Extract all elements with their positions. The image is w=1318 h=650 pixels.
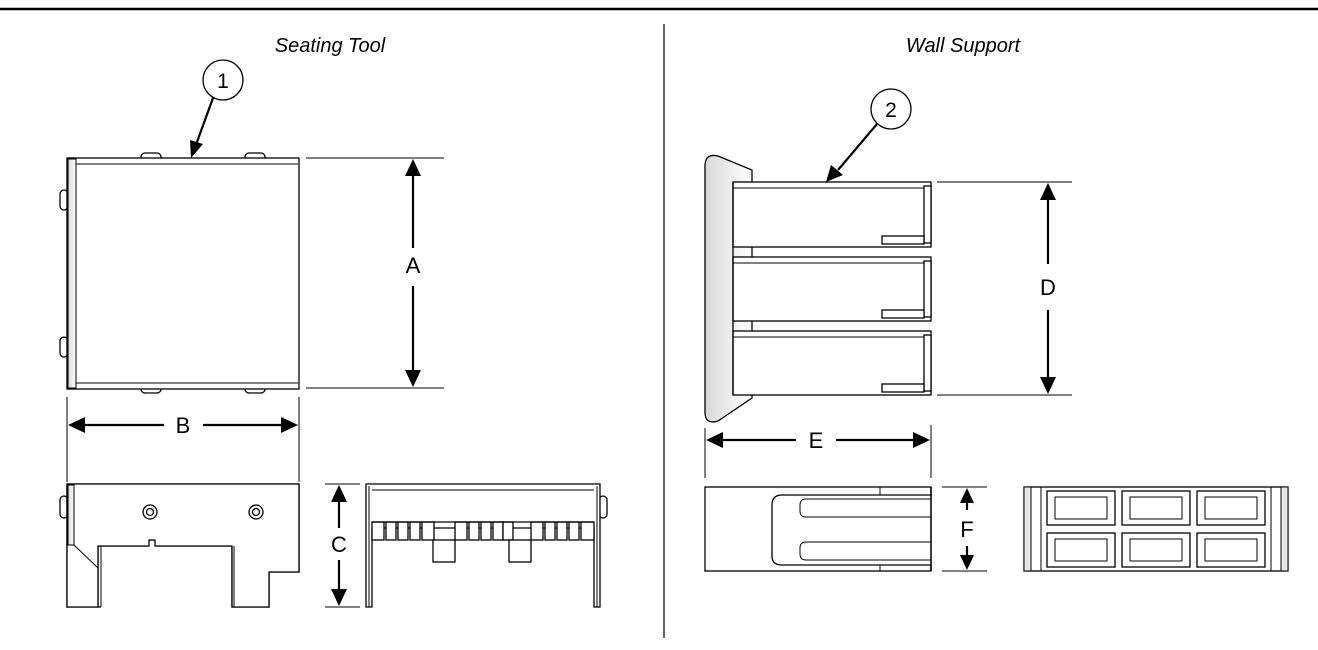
dimension-f-label: F	[960, 517, 973, 542]
wall-support-front-view	[704, 486, 932, 572]
callout-2-number: 2	[885, 99, 897, 122]
dimension-d-label: D	[1040, 275, 1056, 300]
seating-tool-title: Seating Tool	[275, 35, 386, 57]
wall-support-title: Wall Support	[906, 35, 1022, 57]
dimension-e-label: E	[809, 428, 824, 453]
dimension-b: B	[66, 397, 300, 482]
dimension-d: D	[937, 181, 1072, 396]
wall-support-side-view	[1023, 486, 1289, 572]
seating-tool-side-view	[365, 483, 608, 608]
dimension-b-label: B	[176, 413, 191, 438]
wall-support-top-view	[704, 154, 932, 423]
callout-2-balloon	[870, 88, 912, 130]
dimension-f: F	[942, 486, 987, 572]
callout-1: 1	[190, 59, 244, 158]
dimension-c-label: C	[331, 532, 347, 557]
dimension-a-label: A	[406, 253, 421, 278]
dimension-c: C	[325, 483, 360, 608]
callout-1-balloon	[202, 59, 244, 101]
callout-1-number: 1	[217, 70, 229, 93]
callout-2: 2	[826, 88, 912, 182]
seating-tool-top-view	[59, 152, 300, 394]
dimension-e: E	[704, 425, 932, 478]
seating-tool-front-view	[59, 483, 300, 608]
dimension-a: A	[306, 157, 444, 389]
